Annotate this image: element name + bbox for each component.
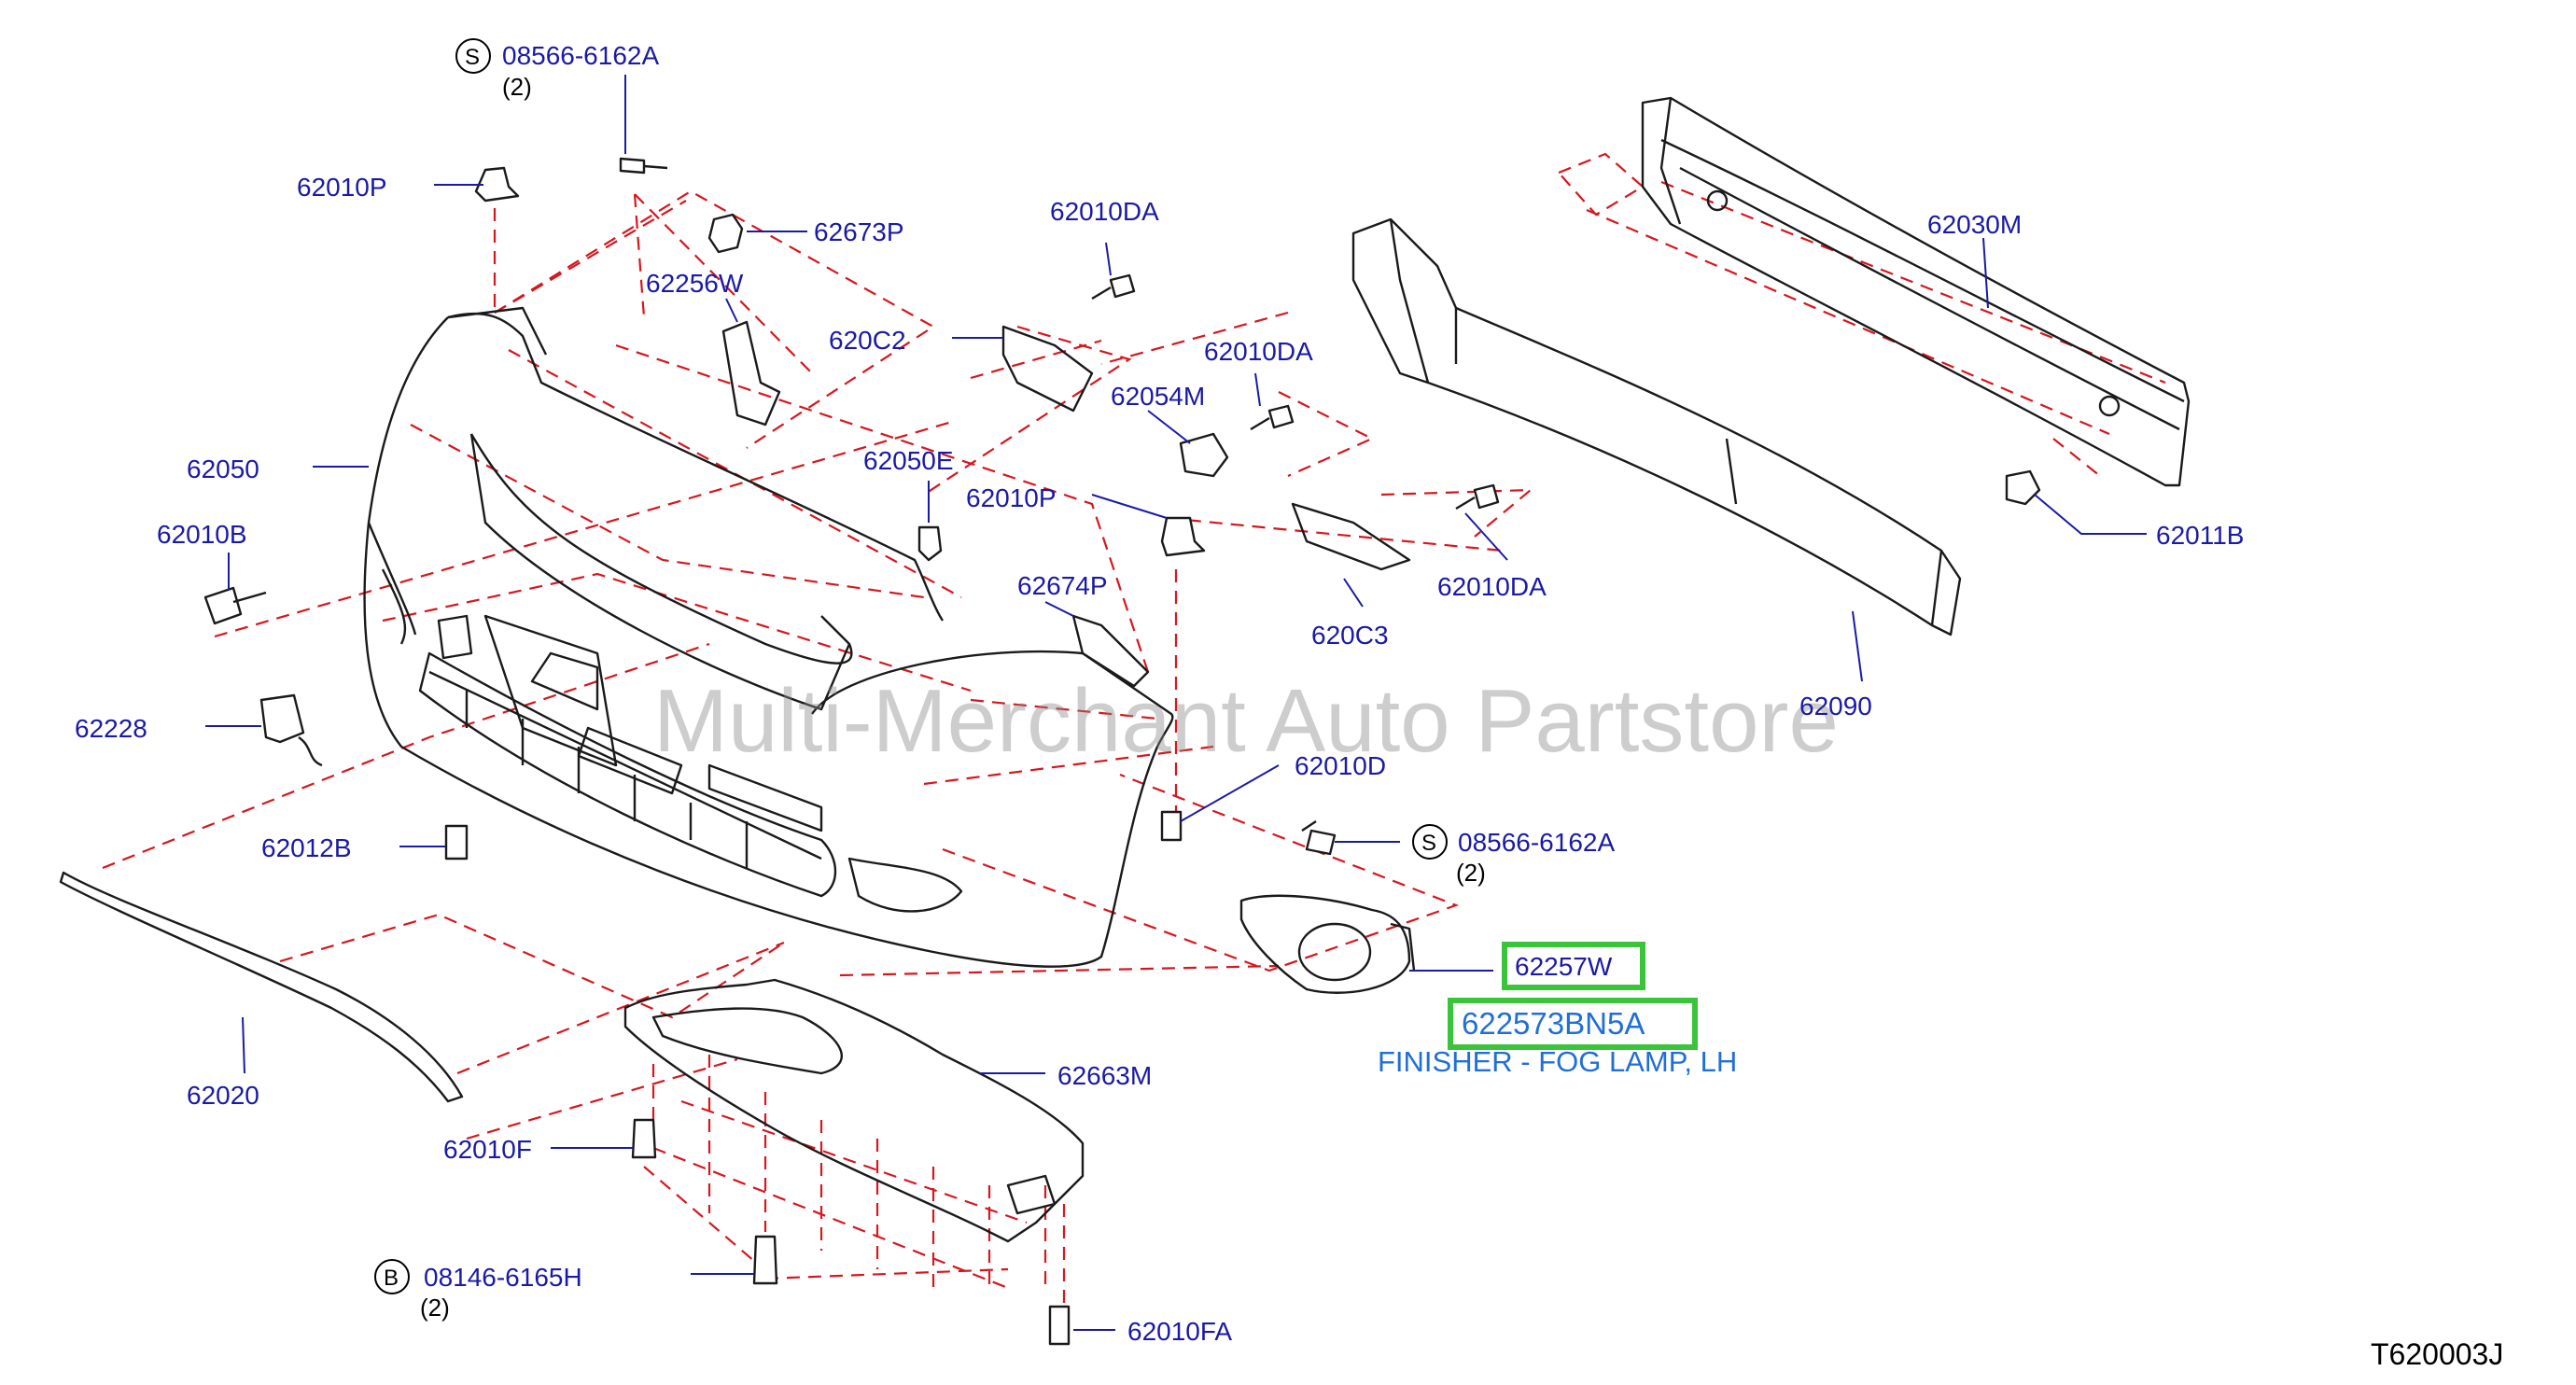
label-62050[interactable]: 62050: [187, 455, 259, 483]
label-62674P[interactable]: 62674P: [1017, 571, 1108, 600]
highlight-box-62257W: [1502, 942, 1645, 990]
label-620C3[interactable]: 620C3: [1311, 621, 1389, 650]
symbol-s-mid: S: [1421, 831, 1436, 856]
label-62257W[interactable]: 62257W: [1515, 952, 1613, 981]
label-62020[interactable]: 62020: [187, 1081, 259, 1110]
symbol-s-top: S: [465, 45, 480, 70]
label-finisher-description: FINISHER - FOG LAMP, LH: [1378, 1045, 1737, 1078]
leader-lines: [205, 75, 2147, 1331]
bumper-reinforcement-62030M: [1641, 96, 2191, 487]
label-620C2[interactable]: 620C2: [829, 326, 906, 355]
label-62030M[interactable]: 62030M: [1927, 210, 2022, 239]
label-08566-6162A-mid[interactable]: 08566-6162A: [1458, 828, 1615, 857]
label-62010DA-c[interactable]: 62010DA: [1437, 572, 1547, 601]
label-62090[interactable]: 62090: [1799, 692, 1872, 720]
label-62228[interactable]: 62228: [75, 714, 147, 743]
label-62010DA-a[interactable]: 62010DA: [1050, 197, 1159, 226]
label-62010D[interactable]: 62010D: [1295, 751, 1386, 780]
small-hardware: [203, 157, 2041, 1346]
label-62673P[interactable]: 62673P: [814, 217, 904, 246]
label-08566-6162A-top[interactable]: 08566-6162A: [502, 41, 659, 70]
label-62256W[interactable]: 62256W: [646, 269, 744, 298]
label-62663M[interactable]: 62663M: [1057, 1061, 1152, 1090]
label-qty-mid: (2): [1456, 859, 1486, 887]
energy-absorber-62090: [1351, 217, 1962, 637]
highlight-box-622573BN5A: [1448, 998, 1698, 1050]
bumper-strip-62020: [59, 871, 464, 1103]
label-qty-bottom: (2): [420, 1294, 450, 1322]
symbol-circle-s-mid: S: [1412, 824, 1448, 860]
watermark: Multi-Merchant Auto Partstore: [653, 671, 1839, 771]
diagram-code: T620003J: [2371, 1337, 2503, 1371]
label-622573BN5A[interactable]: 622573BN5A: [1462, 1006, 1645, 1041]
fog-lamp-finisher-62257W: [1239, 894, 1416, 994]
label-62010DA-b[interactable]: 62010DA: [1204, 337, 1313, 366]
label-62010P-mid[interactable]: 62010P: [966, 483, 1057, 512]
symbol-b-bottom: B: [384, 1266, 399, 1291]
label-62010P-top[interactable]: 62010P: [297, 173, 387, 202]
label-62010B[interactable]: 62010B: [157, 520, 247, 549]
label-62011B[interactable]: 62011B: [2156, 521, 2244, 550]
label-62012B[interactable]: 62012B: [261, 833, 352, 862]
label-62010F[interactable]: 62010F: [443, 1135, 532, 1164]
symbol-circle-b-bottom: B: [374, 1259, 410, 1294]
label-08146-6165H[interactable]: 08146-6165H: [424, 1263, 582, 1292]
bumper-fascia-62050: [363, 306, 1174, 968]
label-62050E[interactable]: 62050E: [863, 446, 954, 475]
label-qty-top: (2): [502, 73, 532, 101]
label-62010FA[interactable]: 62010FA: [1127, 1317, 1232, 1346]
under-cover-62663M: [623, 978, 1085, 1243]
symbol-circle-s-top: S: [455, 38, 491, 74]
part-labels: 08566-6162A (2) 62010P 62673P 62256W 620…: [75, 41, 2503, 1371]
label-62054M[interactable]: 62054M: [1111, 382, 1205, 411]
